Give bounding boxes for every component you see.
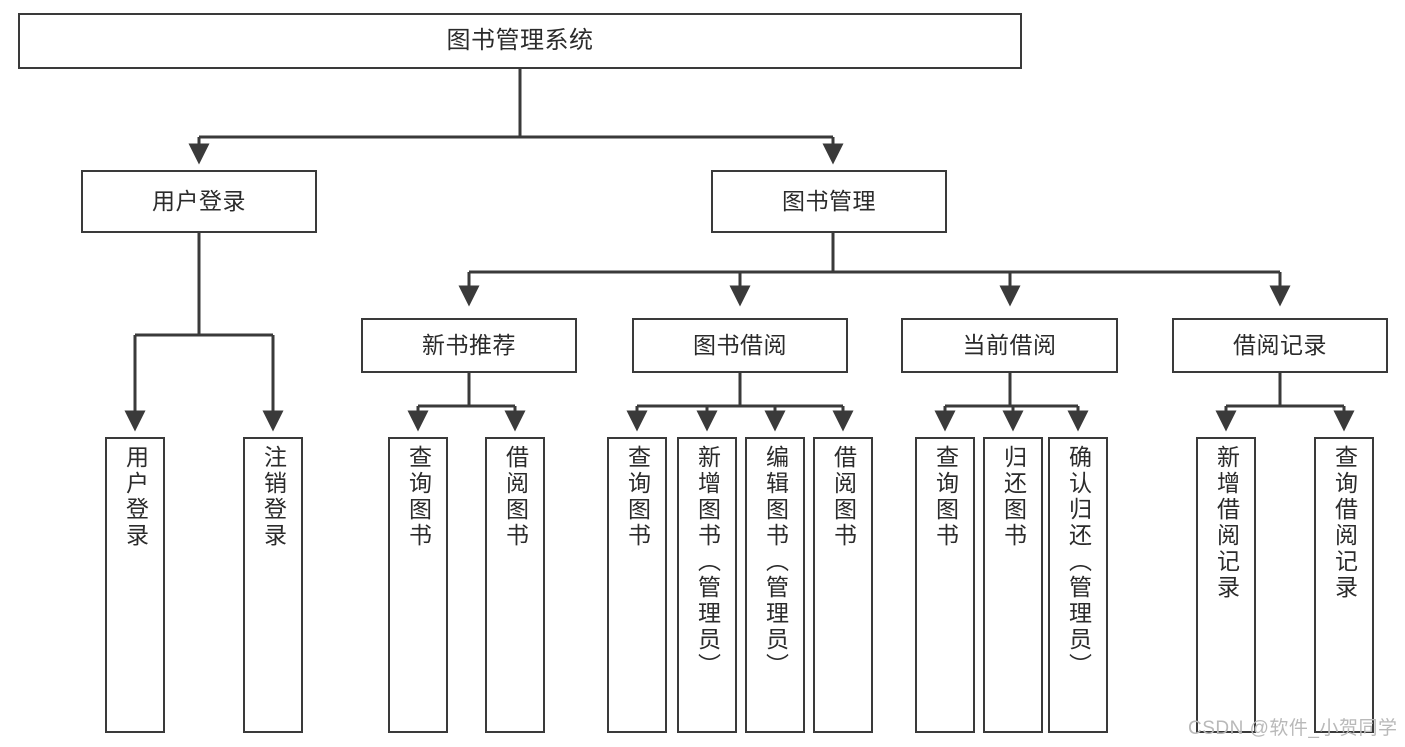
node-borrow-record[interactable]: 借阅记录 xyxy=(1172,318,1388,373)
node-current-borrow-label: 当前借阅 xyxy=(962,331,1057,358)
leaf-current-borrow-confirm-label: 确认归还（管理员） xyxy=(1065,445,1092,679)
leaf-user-login-logout-label: 注销登录 xyxy=(260,445,287,549)
node-new-book-recommend-label: 新书推荐 xyxy=(422,331,516,358)
node-book-management[interactable]: 图书管理 xyxy=(711,170,947,233)
leaf-borrow-record-query-label: 查询借阅记录 xyxy=(1331,445,1358,601)
node-new-book-recommend[interactable]: 新书推荐 xyxy=(361,318,577,373)
node-user-login-label: 用户登录 xyxy=(152,187,246,214)
leaf-current-borrow-confirm[interactable]: 确认归还（管理员） xyxy=(1048,437,1108,733)
node-root[interactable]: 图书管理系统 xyxy=(18,13,1022,69)
leaf-book-borrow-add[interactable]: 新增图书（管理员） xyxy=(677,437,737,733)
leaf-borrow-record-add-label: 新增借阅记录 xyxy=(1213,445,1240,601)
leaf-borrow-record-add[interactable]: 新增借阅记录 xyxy=(1196,437,1256,733)
node-book-borrow[interactable]: 图书借阅 xyxy=(632,318,848,373)
leaf-user-login-logout[interactable]: 注销登录 xyxy=(243,437,303,733)
leaf-book-borrow-edit[interactable]: 编辑图书（管理员） xyxy=(745,437,805,733)
leaf-current-borrow-query-label: 查询图书 xyxy=(932,445,959,549)
leaf-new-book-borrow[interactable]: 借阅图书 xyxy=(485,437,545,733)
leaf-borrow-record-query[interactable]: 查询借阅记录 xyxy=(1314,437,1374,733)
node-book-borrow-label: 图书借阅 xyxy=(693,331,787,358)
leaf-book-borrow-borrow-label: 借阅图书 xyxy=(830,445,857,549)
node-borrow-record-label: 借阅记录 xyxy=(1233,331,1327,358)
leaf-book-borrow-add-label: 新增图书（管理员） xyxy=(694,445,721,679)
leaf-book-borrow-query[interactable]: 查询图书 xyxy=(607,437,667,733)
leaf-book-borrow-query-label: 查询图书 xyxy=(624,445,651,549)
node-root-label: 图书管理系统 xyxy=(446,26,594,54)
leaf-new-book-borrow-label: 借阅图书 xyxy=(502,445,529,549)
leaf-current-borrow-query[interactable]: 查询图书 xyxy=(915,437,975,733)
leaf-current-borrow-return[interactable]: 归还图书 xyxy=(983,437,1043,733)
node-user-login[interactable]: 用户登录 xyxy=(81,170,317,233)
leaf-book-borrow-borrow[interactable]: 借阅图书 xyxy=(813,437,873,733)
leaf-user-login-login[interactable]: 用户登录 xyxy=(105,437,165,733)
leaf-user-login-login-label: 用户登录 xyxy=(122,445,149,549)
node-book-management-label: 图书管理 xyxy=(782,187,876,214)
leaf-book-borrow-edit-label: 编辑图书（管理员） xyxy=(762,445,789,679)
node-current-borrow[interactable]: 当前借阅 xyxy=(901,318,1118,373)
leaf-current-borrow-return-label: 归还图书 xyxy=(1000,445,1027,549)
leaf-new-book-query[interactable]: 查询图书 xyxy=(388,437,448,733)
leaf-new-book-query-label: 查询图书 xyxy=(405,445,432,549)
